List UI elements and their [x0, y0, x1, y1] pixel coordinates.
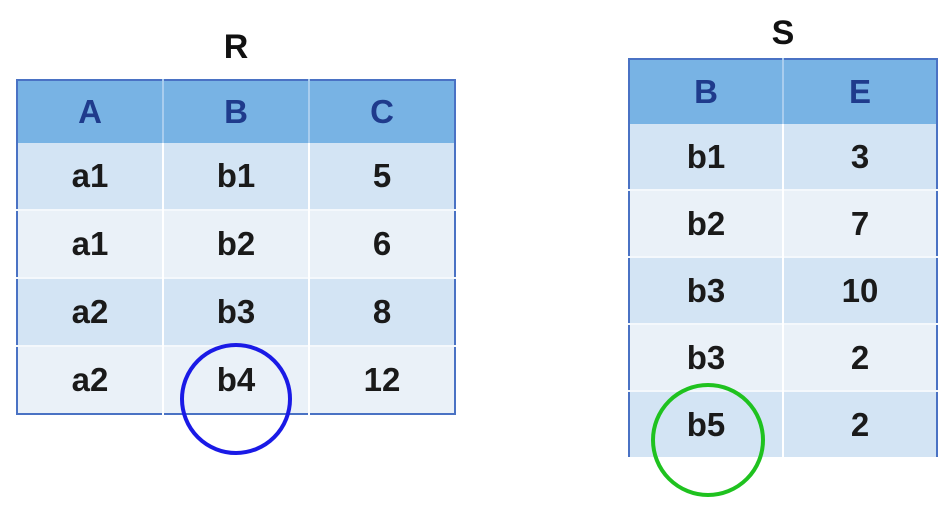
table-s-cell: 10 [783, 256, 937, 324]
table-r-row: a1 b1 5 [17, 143, 455, 210]
table-s-cell: b3 [629, 323, 784, 391]
table-r-cell: a2 [17, 277, 164, 346]
table-r-cell: 6 [309, 209, 455, 278]
table-s-row: b3 2 [629, 323, 937, 391]
table-s-row: b1 3 [629, 124, 937, 190]
table-s-row: b3 10 [629, 256, 937, 324]
table-s-title: S [771, 14, 795, 52]
table-r-cell-highlighted: b4 [163, 345, 310, 414]
table-s: B E b1 3 b2 7 b3 10 b3 2 b5 2 [628, 58, 938, 457]
table-r-row: a2 b4 12 [17, 345, 455, 414]
table-r-cell: a2 [17, 345, 164, 414]
table-r-cell: b3 [163, 277, 310, 346]
table-s-header-e: E [783, 59, 937, 124]
table-r-cell: a1 [17, 209, 164, 278]
table-r-cell: 12 [309, 345, 455, 414]
table-r-header-c: C [309, 80, 455, 143]
table-s-cell: 3 [783, 124, 937, 190]
table-s-header-row: B E [629, 59, 937, 124]
table-r-cell: 5 [309, 143, 455, 210]
table-s-cell: 2 [783, 323, 937, 391]
table-s-cell: b3 [629, 256, 784, 324]
table-s-cell: 2 [783, 390, 937, 457]
table-r-cell: b2 [163, 209, 310, 278]
table-s-cell-highlighted: b5 [629, 390, 784, 457]
table-r-header-row: A B C [17, 80, 455, 143]
table-s-cell: 7 [783, 189, 937, 257]
table-s-row: b5 2 [629, 390, 937, 457]
table-r-row: a1 b2 6 [17, 209, 455, 278]
table-r-row: a2 b3 8 [17, 277, 455, 346]
table-r-header-a: A [17, 80, 164, 143]
table-r-header-b: B [163, 80, 310, 143]
table-r-title: R [223, 28, 249, 66]
table-s-cell: b2 [629, 189, 784, 257]
table-r-cell: a1 [17, 143, 164, 210]
table-r-cell: 8 [309, 277, 455, 346]
table-r-cell: b1 [163, 143, 310, 210]
table-s-header-b: B [629, 59, 784, 124]
table-s-row: b2 7 [629, 189, 937, 257]
table-s-cell: b1 [629, 124, 784, 190]
table-r: A B C a1 b1 5 a1 b2 6 a2 b3 8 a2 b4 12 [16, 79, 456, 415]
